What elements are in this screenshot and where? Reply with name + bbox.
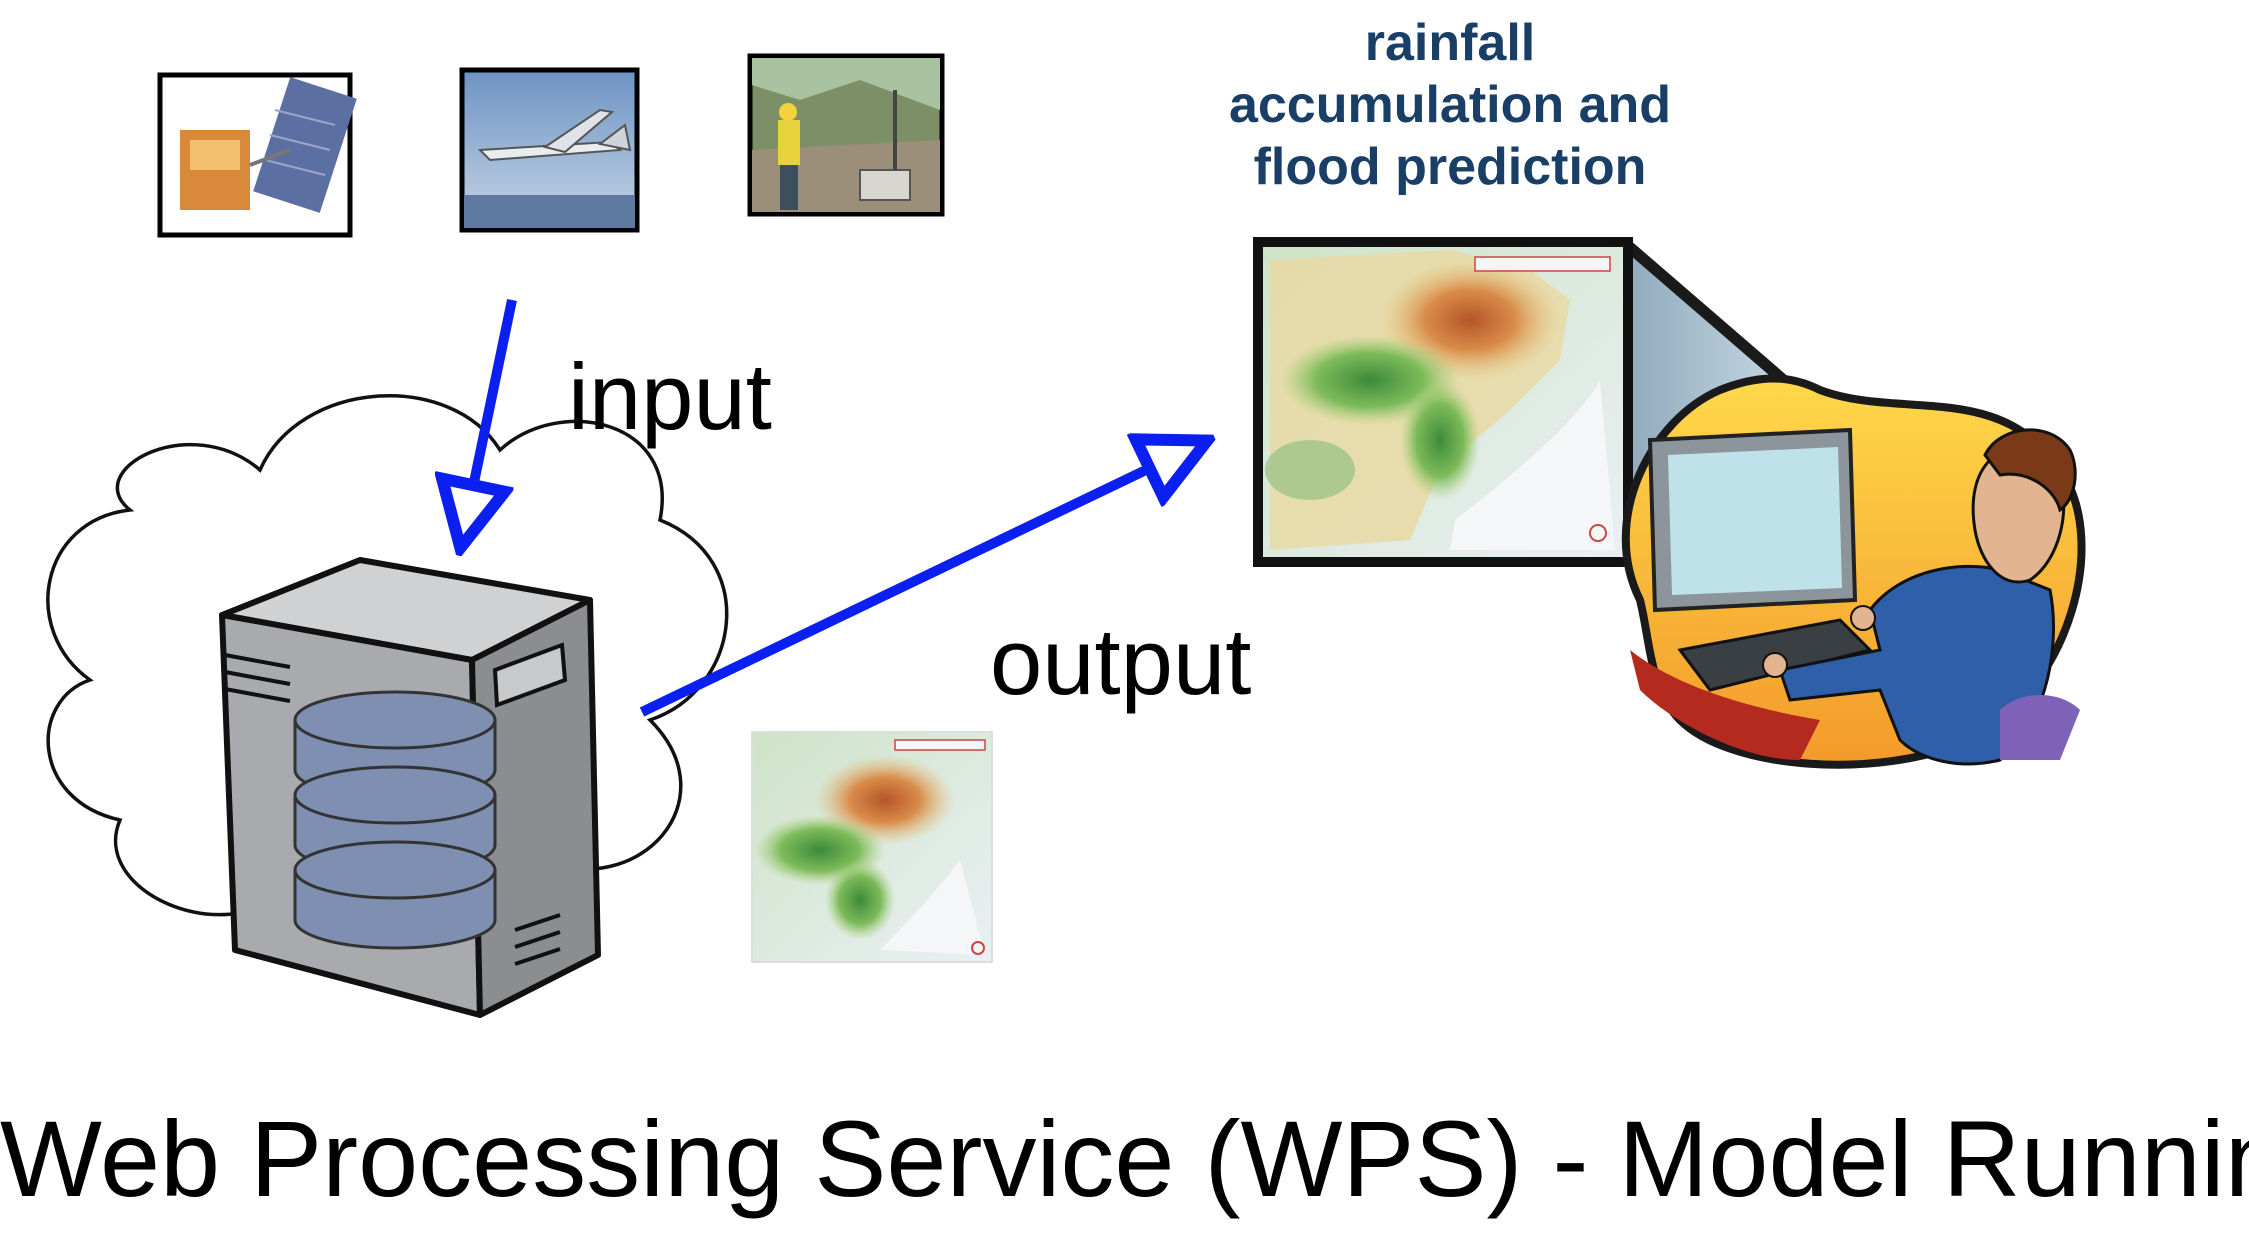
small-output-map-icon [751,731,993,963]
satellite-photo-icon [157,72,357,238]
footer-title: Web Processing Service (WPS) - Model Run… [0,1098,2249,1219]
database-server-icon [219,557,601,1018]
output-caption-line-1: rainfall [1364,14,1536,72]
field-station-photo-icon [747,53,945,217]
input-arrow [462,298,517,540]
output-label: output [990,609,1252,714]
aircraft-photo-icon [459,67,640,233]
input-label: input [568,344,772,449]
output-caption-line-2: accumulation and [1228,76,1672,134]
rainfall-map-icon [1253,237,1633,567]
disk-stack [293,690,497,950]
output-arrow [639,444,1200,717]
output-caption-line-3: flood prediction [1253,138,1647,196]
user-at-computer-icon [1621,374,2086,769]
output-caption: rainfall accumulation and flood predicti… [1170,12,1730,198]
